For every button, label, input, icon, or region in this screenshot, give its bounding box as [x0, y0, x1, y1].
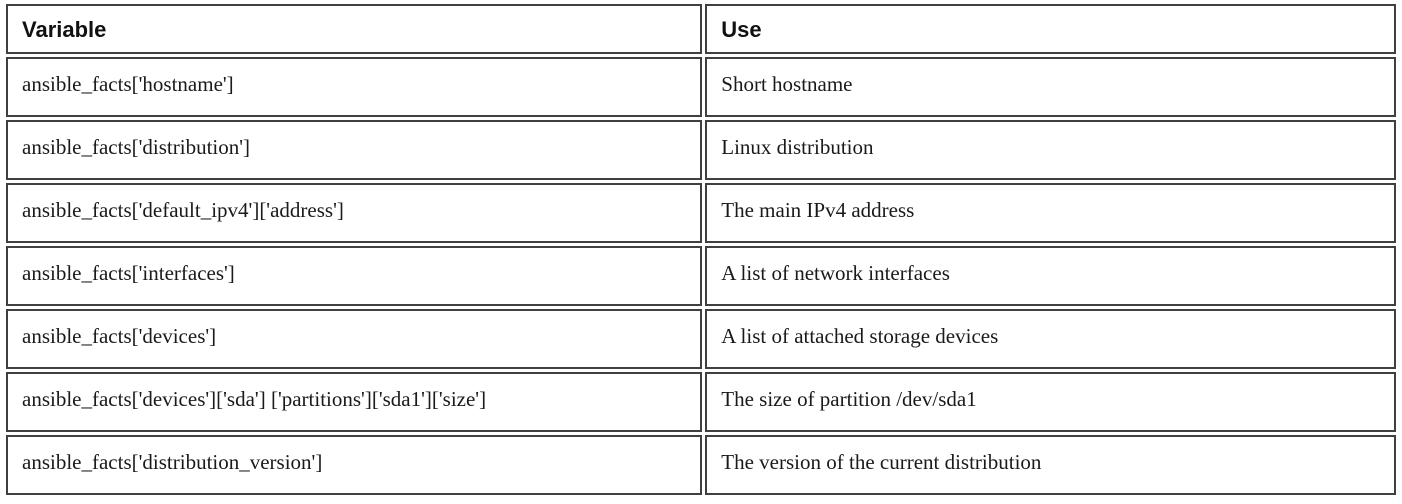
use-cell: A list of network interfaces — [705, 246, 1396, 306]
column-header-variable: Variable — [6, 4, 703, 54]
variable-cell: ansible_facts['hostname'] — [6, 57, 703, 117]
table-row: ansible_facts['devices']A list of attach… — [6, 309, 1396, 369]
variable-cell: ansible_facts['distribution'] — [6, 120, 703, 180]
table-row: ansible_facts['default_ipv4']['address']… — [6, 183, 1396, 243]
use-cell: The version of the current distribution — [705, 435, 1396, 495]
table-row: ansible_facts['hostname']Short hostname — [6, 57, 1396, 117]
header-row: Variable Use — [6, 4, 1396, 54]
use-cell: The main IPv4 address — [705, 183, 1396, 243]
table-row: ansible_facts['distribution_version']The… — [6, 435, 1396, 495]
variable-cell: ansible_facts['distribution_version'] — [6, 435, 703, 495]
use-cell: A list of attached storage devices — [705, 309, 1396, 369]
ansible-facts-table: Variable Use ansible_facts['hostname']Sh… — [3, 1, 1399, 498]
use-cell: Linux distribution — [705, 120, 1396, 180]
use-cell: Short hostname — [705, 57, 1396, 117]
table-row: ansible_facts['devices']['sda'] ['partit… — [6, 372, 1396, 432]
table-row: ansible_facts['interfaces']A list of net… — [6, 246, 1396, 306]
variable-cell: ansible_facts['interfaces'] — [6, 246, 703, 306]
column-header-use: Use — [705, 4, 1396, 54]
variable-cell: ansible_facts['default_ipv4']['address'] — [6, 183, 703, 243]
variable-cell: ansible_facts['devices']['sda'] ['partit… — [6, 372, 703, 432]
table-row: ansible_facts['distribution']Linux distr… — [6, 120, 1396, 180]
variable-cell: ansible_facts['devices'] — [6, 309, 703, 369]
table-header: Variable Use — [6, 4, 1396, 54]
use-cell: The size of partition /dev/sda1 — [705, 372, 1396, 432]
